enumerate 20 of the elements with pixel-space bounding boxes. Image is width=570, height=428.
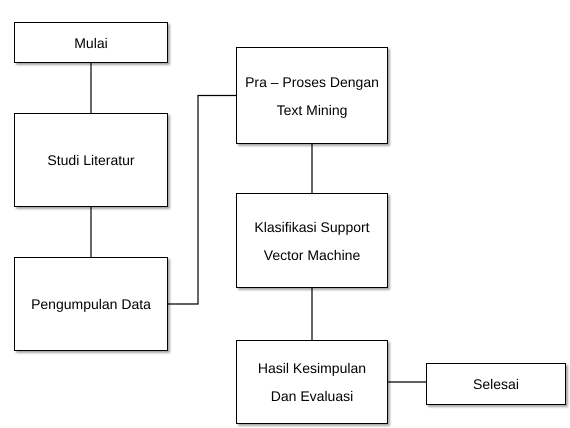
process-box [14,257,168,351]
process-box [14,113,168,207]
box-label: Klasifikasi Support Vector Machine [253,218,371,264]
process-box [14,22,168,63]
connector-line [388,381,426,383]
process-box [426,363,566,405]
process-box [236,47,388,144]
box-label: Mulai [74,34,108,52]
box-label: Pengumpulan Data [31,295,151,314]
connector-line [168,94,236,305]
connector-line [90,207,92,257]
process-box [236,193,388,288]
box-label: Studi Literatur [47,151,135,170]
connector-line [90,63,92,113]
connector-line [311,144,313,193]
process-box [236,340,388,424]
box-label: Hasil Kesimpulan Dan Evaluasi [256,359,368,406]
box-label: Selesai [473,375,519,394]
connector-line [311,288,313,340]
box-label: Pra – Proses Dengan Text Mining [245,72,379,120]
